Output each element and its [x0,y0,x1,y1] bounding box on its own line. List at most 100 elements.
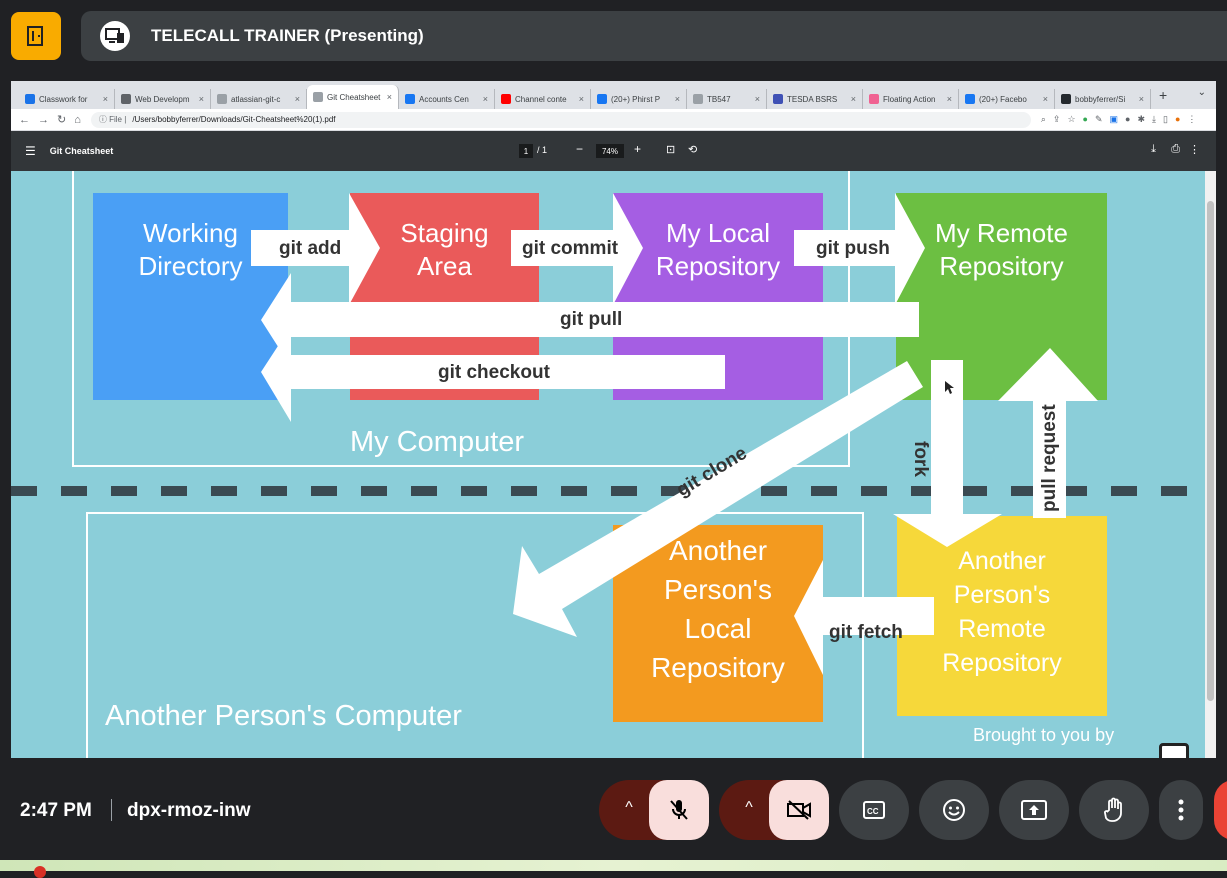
tab-close-icon[interactable]: × [198,94,204,104]
meeting-code: dpx-rmoz-inw [127,800,251,821]
git-clone-arrow [513,361,923,637]
hangup-button[interactable] [1214,780,1227,840]
page-number-input[interactable]: 1 [519,144,533,158]
git-push-arrow [794,193,925,305]
url-input[interactable]: ⓘ File | /Users/bobbyferrer/Downloads/Gi… [90,111,1031,128]
browser-tab[interactable]: bobbyferrer/Si × [1055,89,1151,109]
meet-logo-icon[interactable] [11,12,61,60]
shared-screen: Classwork for×Web Developm×atlassian-git… [11,81,1216,758]
tab-search-icon[interactable]: ⌄ [1197,87,1206,98]
mic-off-icon [670,800,688,820]
share-icon[interactable]: ⇪ [1052,114,1061,124]
pdf-scrollbar[interactable] [1205,171,1216,758]
tab-label: TESDA BSRS [787,94,838,104]
new-tab-icon[interactable]: + [1159,87,1168,103]
browser-tab[interactable]: atlassian-git-c× [211,89,307,109]
extension-icon[interactable]: ● [1082,114,1088,124]
captions-icon: CC [863,801,885,819]
working-directory-box: Working Directory [93,193,288,400]
mic-options-chevron-icon[interactable]: ^ [625,799,633,816]
browser-tab[interactable]: Floating Action× [863,89,959,109]
tab-favicon-icon [965,94,975,104]
extension-icon[interactable]: ● [1125,114,1131,124]
tab-close-icon[interactable]: × [578,94,584,104]
meet-top-bar: TELECALL TRAINER (Presenting) [0,0,1227,72]
pdf-page-diagram: Working Directory Staging Area My Local … [11,171,1205,758]
browser-tab[interactable]: Git Cheatsheet × [307,85,399,109]
url-text: /Users/bobbyferrer/Downloads/Git-Cheatsh… [132,115,336,124]
page-total: / 1 [537,145,548,155]
sidepanel-icon[interactable]: ▯ [1163,114,1168,124]
browser-tab[interactable]: Accounts Cen × [399,89,495,109]
puzzle-icon[interactable]: ✱ [1137,114,1146,124]
menu-icon[interactable]: ☰ [25,144,36,158]
rotate-icon[interactable]: ⟲ [688,144,698,156]
tab-favicon-icon [313,92,323,102]
browser-menu-icon[interactable]: ⋮ [1187,114,1197,124]
tab-close-icon[interactable]: × [482,94,488,104]
pull-request-label: pull request [1039,404,1060,512]
tab-favicon-icon [121,94,131,104]
download-icon[interactable]: ⤓ [1152,114,1157,124]
fork-arrow [893,360,1002,547]
back-icon[interactable]: ← [19,113,30,126]
tab-close-icon[interactable]: × [1042,94,1048,104]
camera-off-icon [787,800,811,820]
more-options-button[interactable] [1159,780,1203,840]
tab-close-icon[interactable]: × [102,94,108,104]
tab-label: Git Cheatsheet [327,92,381,102]
more-options-icon [1178,799,1184,821]
browser-tab[interactable]: TESDA BSRS × [767,89,863,109]
tab-close-icon[interactable]: × [674,94,680,104]
browser-tab[interactable]: TB547× [687,89,767,109]
camera-options-chevron-icon[interactable]: ^ [745,799,753,816]
zoom-input[interactable]: 74% [596,144,624,158]
emoji-reaction-button[interactable] [919,780,989,840]
camera-toggle-button[interactable] [769,780,829,840]
tab-label: bobbyferrer/Si [1075,94,1126,104]
raise-hand-button[interactable] [1079,780,1149,840]
svg-text:CC: CC [867,807,879,816]
browser-tab[interactable]: Channel conte× [495,89,591,109]
browser-tab[interactable]: Web Developm× [115,89,211,109]
tab-close-icon[interactable]: × [754,94,760,104]
another-local-repository-box: Another Person's Local Repository [613,525,823,722]
scrollbar-thumb[interactable] [1207,201,1214,701]
another-computer-label: Another Person's Computer [105,700,462,732]
tab-close-icon[interactable]: × [946,94,952,104]
meet-bottom-bar: 2:47 PM dpx-rmoz-inw ^ ^ CC [0,758,1227,860]
more-options-icon[interactable]: ⋮ [1189,144,1200,156]
fork-label: fork [910,441,931,477]
avatar[interactable]: ● [1174,114,1181,124]
zoom-out-button[interactable]: − [576,142,584,156]
browser-tab[interactable]: (20+) Phirst P× [591,89,687,109]
browser-tab[interactable]: (20+) Facebo× [959,89,1055,109]
tab-favicon-icon [869,94,879,104]
print-icon[interactable]: ⎙ [1171,143,1180,155]
download-icon[interactable]: ⤓ [1151,143,1156,155]
git-checkout-arrow [261,326,725,422]
fit-page-icon[interactable]: ⊡ [666,144,676,156]
extension-icon[interactable]: ✎ [1094,114,1103,124]
bookmark-star-icon[interactable]: ☆ [1067,114,1076,124]
captions-button[interactable]: CC [839,780,909,840]
zoom-icon[interactable]: ⌕ [1040,114,1046,124]
present-now-button[interactable] [999,780,1069,840]
tab-close-icon[interactable]: × [850,94,856,104]
pull-request-arrow [998,348,1098,518]
browser-tab[interactable]: Classwork for× [19,89,115,109]
tab-label: Accounts Cen [419,94,469,104]
my-computer-label: My Computer [350,426,525,458]
tab-close-icon[interactable]: × [1138,94,1144,104]
corner-widget [1159,743,1189,758]
mic-toggle-button[interactable] [649,780,709,840]
reload-icon[interactable]: ↻ [57,114,67,126]
home-icon[interactable]: ⌂ [74,113,81,126]
tab-close-icon[interactable]: × [386,92,392,102]
tab-close-icon[interactable]: × [294,94,300,104]
extension-icon[interactable]: ▣ [1109,114,1119,124]
forward-icon[interactable]: → [38,113,49,126]
raise-hand-icon [1104,797,1122,822]
presenter-title: TELECALL TRAINER (Presenting) [151,26,424,45]
zoom-in-button[interactable]: + [634,142,642,156]
